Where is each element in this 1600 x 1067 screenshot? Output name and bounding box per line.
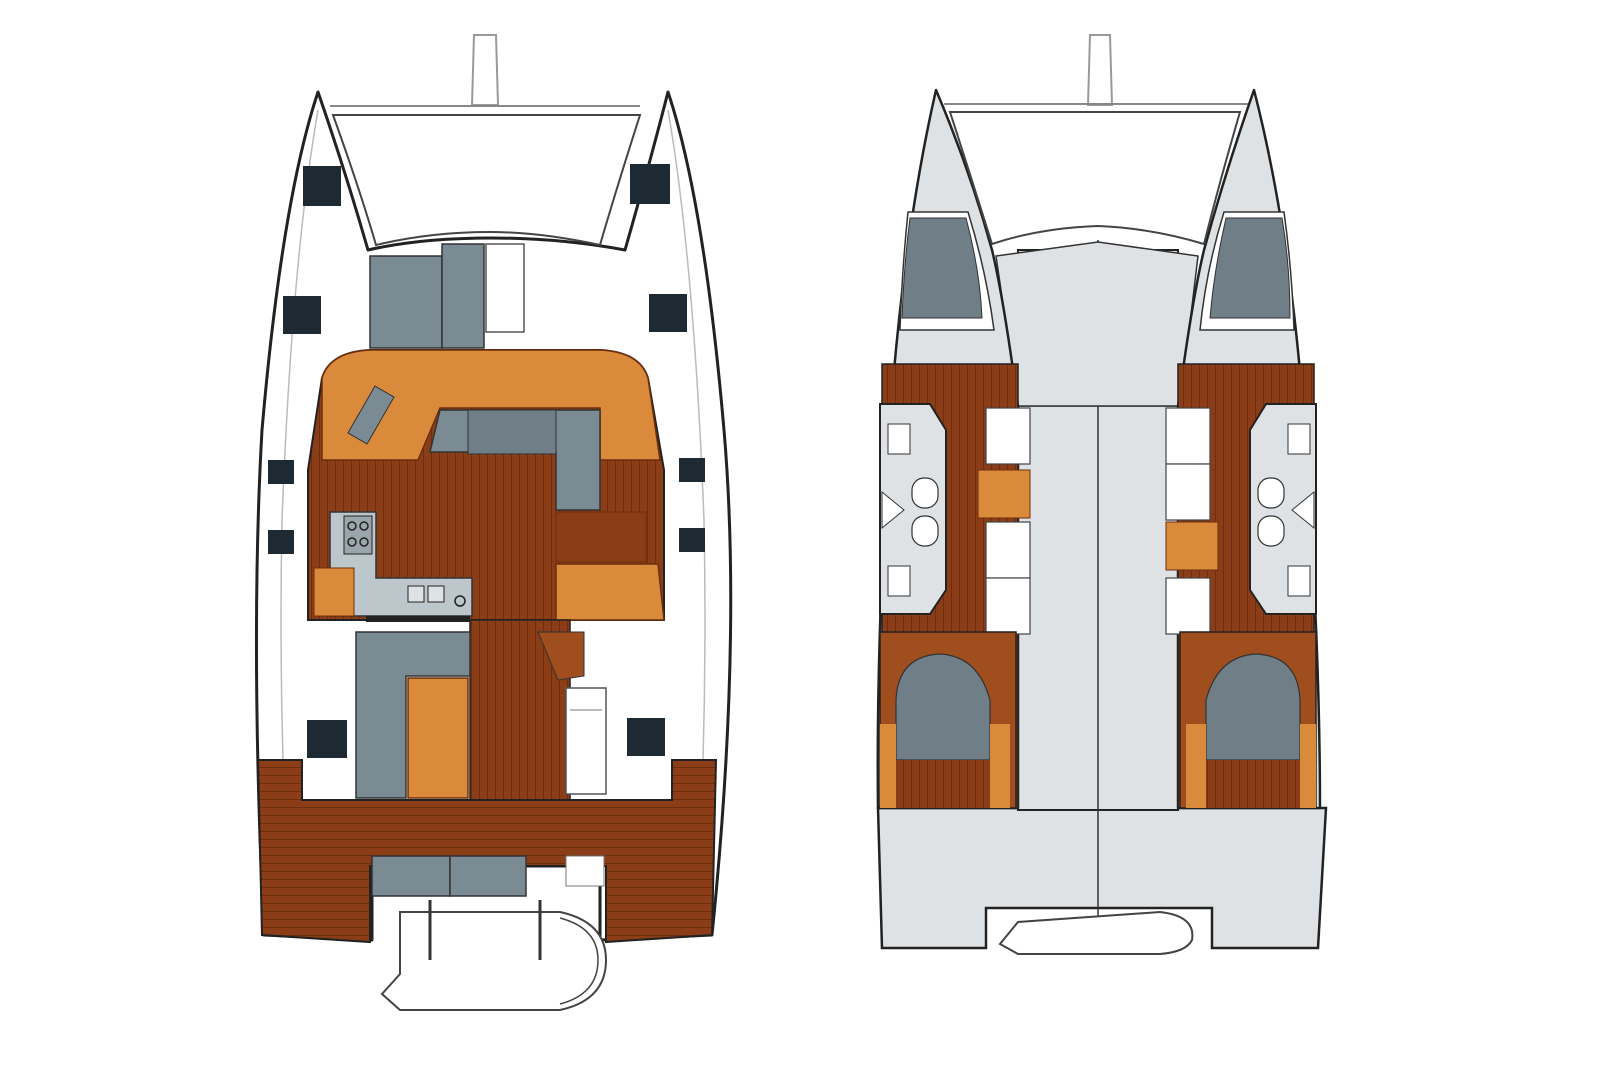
dinghy xyxy=(380,911,608,1011)
galley-stove xyxy=(343,515,373,555)
deck-window xyxy=(283,296,321,334)
starboard-head xyxy=(1249,403,1317,615)
forward-cockpit xyxy=(995,241,1199,407)
deck-window xyxy=(268,530,294,554)
port-aft-cabin-wood xyxy=(990,724,1010,808)
deck-window xyxy=(679,458,705,482)
berth-aft-port xyxy=(895,653,991,761)
deck-window xyxy=(303,166,341,206)
foredeck-seat-left xyxy=(369,255,443,349)
stove-burner xyxy=(347,537,357,547)
deck-plan xyxy=(254,34,733,1011)
port-toilet xyxy=(911,515,939,547)
helm-seat xyxy=(537,631,585,681)
nav-station-seat xyxy=(347,385,395,445)
foredeck-seat-mid xyxy=(441,243,485,349)
port-aft-cabin-wood xyxy=(880,724,896,808)
cockpit-locker xyxy=(565,687,607,795)
starboard-toilet xyxy=(1257,515,1285,547)
stove-burner xyxy=(347,521,357,531)
bowsprit xyxy=(1086,34,1114,106)
port-basin xyxy=(887,423,911,455)
deck-window xyxy=(679,528,705,552)
galley-sink xyxy=(427,585,445,603)
starboard-toilet xyxy=(1257,477,1285,509)
saloon-bench xyxy=(555,511,647,563)
deck-window xyxy=(630,164,670,204)
starboard-shower xyxy=(1291,490,1315,530)
aft-bench xyxy=(449,855,527,897)
starboard-locker xyxy=(1165,407,1211,465)
trampoline xyxy=(331,114,642,247)
starboard-aft-cabin-wood xyxy=(1186,724,1206,808)
hull-plan xyxy=(876,34,1328,955)
berth-fore-starboard xyxy=(1209,217,1291,319)
port-head xyxy=(879,403,947,615)
starboard-aft-cabin-floor xyxy=(1206,760,1300,808)
starboard-basin xyxy=(1287,565,1311,597)
starboard-aft-cabin-wood xyxy=(1300,724,1316,808)
deck-window xyxy=(627,718,665,756)
aft-bench xyxy=(371,855,451,897)
saloon-door xyxy=(366,616,470,622)
starboard-locker xyxy=(1165,577,1211,635)
starboard-locker xyxy=(1165,463,1211,521)
stove-burner xyxy=(359,521,369,531)
port-locker xyxy=(985,407,1031,465)
berth-aft-starboard xyxy=(1205,653,1301,761)
berth-fore-port xyxy=(901,217,983,319)
aft-locker xyxy=(565,855,605,887)
port-basin xyxy=(887,565,911,597)
deck-window xyxy=(268,460,294,484)
starboard-basin xyxy=(1287,423,1311,455)
galley-sink xyxy=(407,585,425,603)
port-locker xyxy=(985,521,1031,579)
foredeck-hatch xyxy=(485,243,525,333)
bridgedeck xyxy=(876,806,1328,950)
hull-trampoline xyxy=(948,111,1242,246)
cockpit-table xyxy=(407,677,469,799)
stove-burner xyxy=(359,537,369,547)
saloon-lounge xyxy=(555,563,665,621)
deck-window xyxy=(649,294,687,332)
galley-wood-left xyxy=(313,567,355,617)
port-toilet xyxy=(911,477,939,509)
dinghy-tube xyxy=(559,917,599,1005)
deck-window xyxy=(307,720,347,758)
galley-drain xyxy=(454,595,466,607)
bowsprit xyxy=(470,34,500,106)
port-shower xyxy=(881,490,905,530)
cockpit-l-seat xyxy=(355,631,471,799)
saloon-table xyxy=(467,409,557,455)
starboard-steps xyxy=(1165,521,1219,571)
dinghy xyxy=(998,910,1194,955)
port-locker xyxy=(985,577,1031,635)
port-steps xyxy=(977,469,1031,519)
port-aft-cabin-floor xyxy=(896,760,990,808)
aft-deck xyxy=(256,759,718,944)
